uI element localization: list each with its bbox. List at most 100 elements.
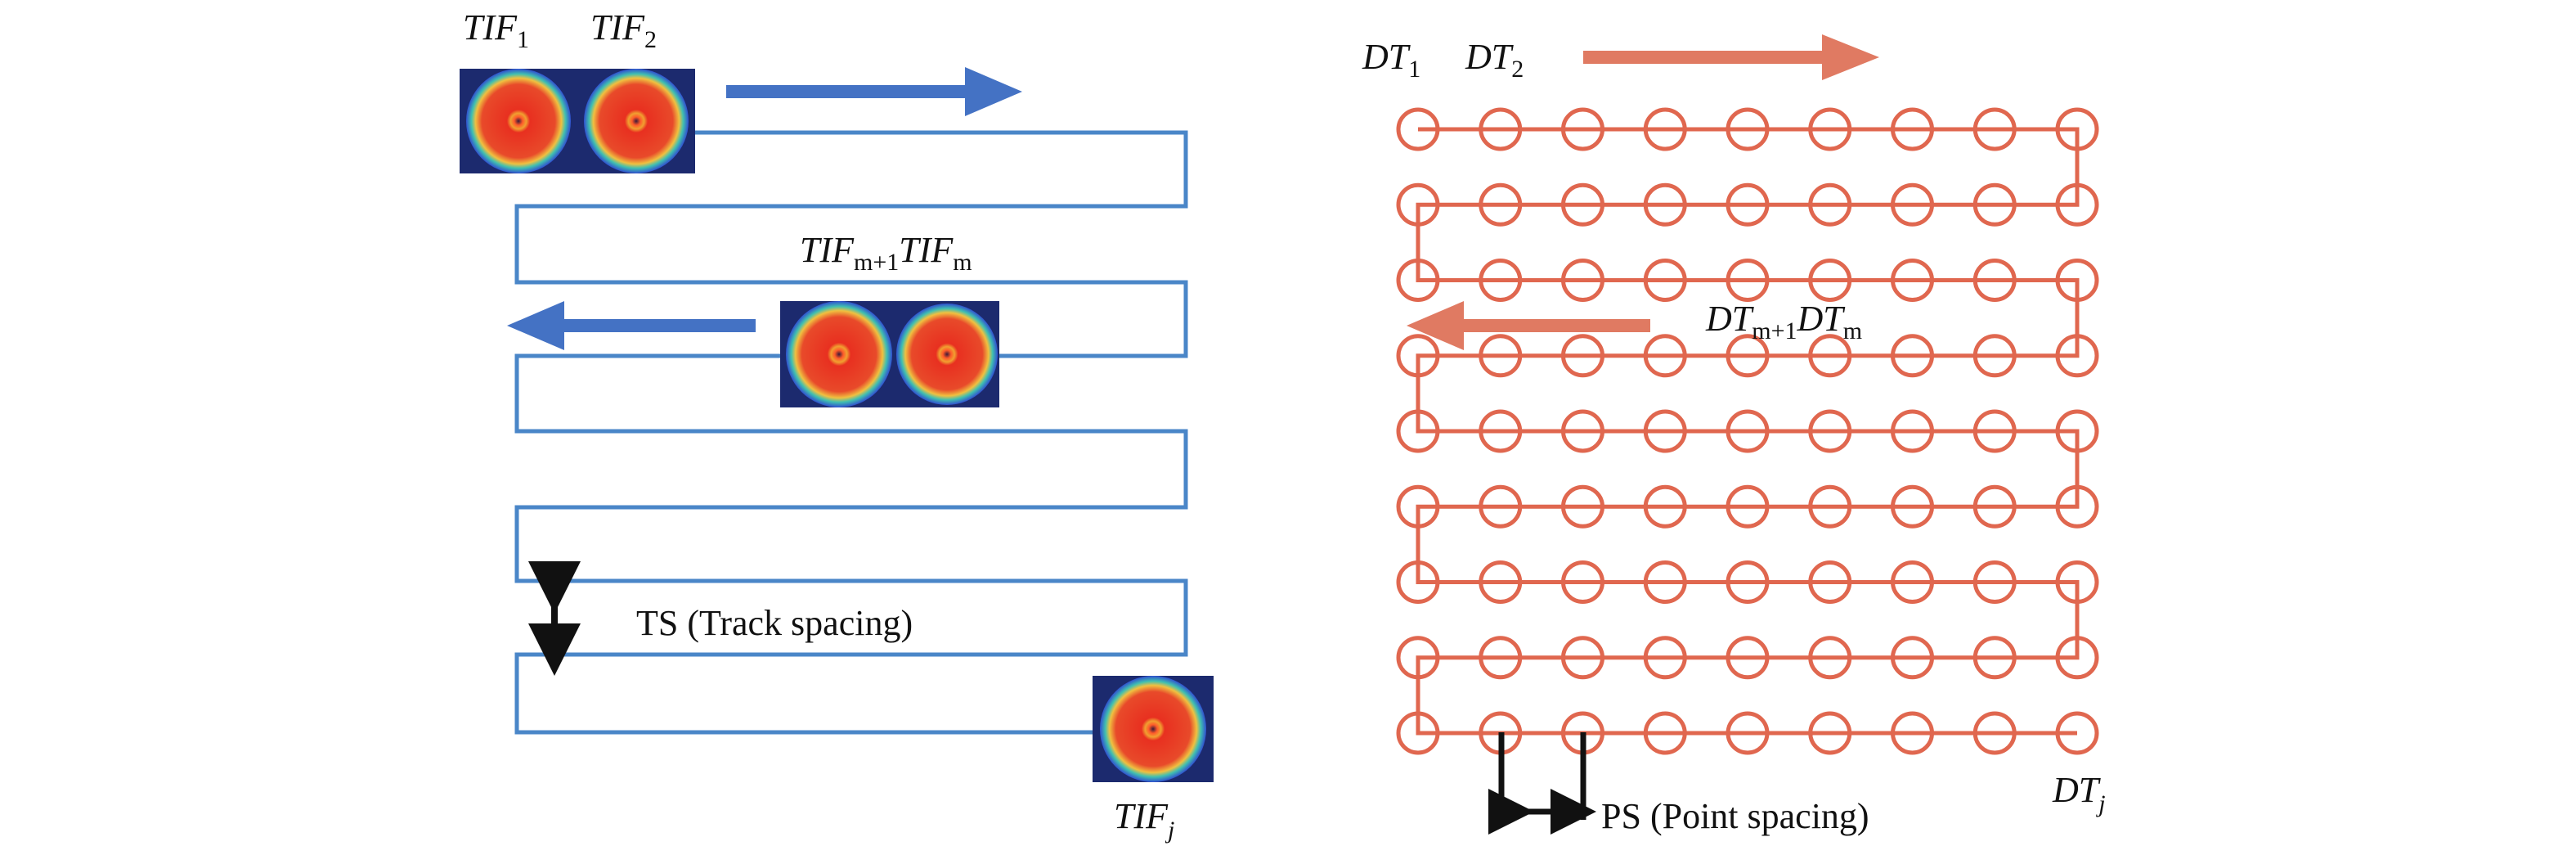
dwell-point — [1808, 334, 1852, 378]
dwell-point — [1808, 636, 1852, 680]
orange-arrow-left — [1407, 301, 1650, 350]
dt1-label: DT1 — [1362, 37, 1420, 83]
dwell-point — [1643, 560, 1687, 604]
dwell-point — [1726, 107, 1770, 151]
dwell-point — [1808, 560, 1852, 604]
dwell-point — [1972, 711, 2017, 755]
dwell-point — [1561, 560, 1604, 604]
dwell-point — [1972, 484, 2017, 529]
dwell-point — [1561, 334, 1604, 378]
dwell-point — [2055, 259, 2099, 302]
tif-m-plus-1-label: TIFm+1TIFm — [800, 230, 972, 276]
dwell-point — [1808, 107, 1852, 151]
dwell-point — [1643, 334, 1687, 378]
tif1-label: TIF1 — [463, 7, 529, 53]
dwell-point — [1561, 107, 1604, 151]
dwell-point — [1972, 259, 2017, 302]
dt-j-label: DTj — [2052, 770, 2106, 817]
dwell-point — [1396, 182, 1440, 227]
dwell-point — [1643, 711, 1687, 755]
dwell-point — [1891, 182, 1934, 227]
dwell-point — [1891, 711, 1934, 755]
dwell-point — [1643, 107, 1687, 151]
tif-image-2 — [577, 69, 695, 173]
dwell-point — [1396, 560, 1440, 604]
dwell-point — [2055, 636, 2099, 680]
tif2-label: TIF2 — [590, 7, 657, 53]
dwell-point — [1726, 259, 1770, 302]
dwell-point — [1396, 259, 1440, 302]
dwell-point — [1643, 409, 1687, 453]
raster-scan-path — [462, 130, 1188, 735]
dwell-point — [1808, 409, 1852, 453]
dwell-point — [1396, 711, 1440, 755]
left-panel: TIF1 TIF2 TIFm+1TIFm TIFj TS (Track spac… — [460, 7, 1214, 844]
dwell-point — [1891, 636, 1934, 680]
tif-image-m-plus-1 — [780, 301, 898, 407]
tif-image-1 — [460, 69, 577, 173]
dwell-point — [1726, 182, 1770, 227]
tif-j-label: TIFj — [1114, 796, 1174, 844]
dwell-point — [1972, 409, 2017, 453]
right-panel: DT1 DT2 DTm+1DTm DTj PS (Point spacing) — [1362, 34, 2106, 836]
dwell-point — [2055, 484, 2099, 529]
dwell-point — [1726, 560, 1770, 604]
track-spacing-label: TS (Track spacing) — [636, 603, 913, 643]
dwell-point — [1561, 182, 1604, 227]
blue-arrow-left — [507, 301, 756, 350]
dwell-point — [2055, 711, 2099, 755]
point-scan-path — [1416, 127, 2080, 736]
dwell-point — [2055, 182, 2099, 227]
dwell-point — [1891, 107, 1934, 151]
dwell-point — [1479, 334, 1523, 378]
dwell-point — [1972, 107, 2017, 151]
tif-image-m — [896, 301, 999, 407]
dwell-point — [1479, 182, 1523, 227]
dwell-point — [1396, 484, 1440, 529]
dwell-point — [1479, 636, 1523, 680]
dwell-point — [1479, 560, 1523, 604]
dwell-point — [1396, 107, 1440, 151]
dwell-point — [1808, 711, 1852, 755]
dwell-point — [1643, 484, 1687, 529]
tif-image-j — [1093, 676, 1214, 782]
dwell-point — [1643, 259, 1687, 302]
dwell-point — [1479, 484, 1523, 529]
dwell-point — [1808, 182, 1852, 227]
dwell-point — [2055, 107, 2099, 151]
dwell-point — [1396, 636, 1440, 680]
dwell-point — [1972, 636, 2017, 680]
orange-arrow-right — [1583, 34, 1879, 80]
dwell-point — [1726, 334, 1770, 378]
dwell-point — [1891, 259, 1934, 302]
dwell-point — [1561, 259, 1604, 302]
dwell-point — [1972, 334, 2017, 378]
dwell-point — [1643, 636, 1687, 680]
dwell-point — [1479, 409, 1523, 453]
dwell-point — [1479, 107, 1523, 151]
dwell-point — [1808, 484, 1852, 529]
dwell-point — [1972, 560, 2017, 604]
dwell-point — [1479, 259, 1523, 302]
point-spacing-label: PS (Point spacing) — [1601, 796, 1869, 836]
dwell-point — [1891, 409, 1934, 453]
dwell-point — [2055, 560, 2099, 604]
dwell-point — [1891, 484, 1934, 529]
dwell-point — [1561, 484, 1604, 529]
blue-arrow-right — [726, 67, 1022, 116]
dwell-point — [1396, 334, 1440, 378]
dwell-point — [1891, 334, 1934, 378]
dwell-point — [2055, 334, 2099, 378]
dwell-point — [1891, 560, 1934, 604]
dwell-point — [1972, 182, 2017, 227]
dwell-point — [1561, 409, 1604, 453]
dwell-point — [1643, 182, 1687, 227]
dt2-label: DT2 — [1465, 37, 1524, 83]
dwell-point — [1808, 259, 1852, 302]
dwell-point — [1726, 409, 1770, 453]
dwell-point — [1726, 636, 1770, 680]
dwell-point — [1561, 636, 1604, 680]
dt-m-plus-1-label: DTm+1DTm — [1705, 299, 1862, 344]
dwell-point — [1396, 409, 1440, 453]
